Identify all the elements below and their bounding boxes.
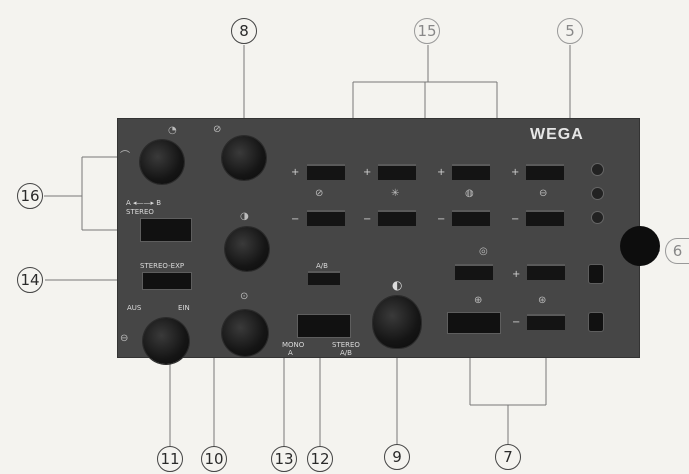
indicator-dot — [620, 226, 660, 266]
button-minus-2[interactable] — [378, 210, 416, 226]
stereo-label: STEREO — [126, 208, 154, 216]
button-plus-1[interactable] — [307, 164, 345, 180]
minus-sign: − — [511, 215, 519, 225]
volume-knob[interactable] — [222, 136, 266, 180]
brand-logo: WEGA — [530, 126, 584, 144]
stereo-exp-label: STEREO-EXP — [140, 262, 184, 270]
callout-12: 12 — [307, 446, 333, 472]
selector-switch-7a[interactable] — [447, 312, 501, 334]
stereo-exp-switch[interactable] — [142, 272, 192, 290]
callout-5: 5 — [557, 18, 583, 44]
button-minus-3[interactable] — [452, 210, 490, 226]
stereo-ab-label: STEREO — [332, 341, 360, 349]
tone-icon: ◍ — [465, 189, 474, 199]
tone-icon: ◑ — [240, 212, 249, 222]
balance-icon: ⊖ — [120, 334, 128, 344]
callout-16: 16 — [17, 183, 43, 209]
callout-9: 9 — [384, 444, 410, 470]
minus-sign: − — [512, 318, 520, 328]
button-6[interactable] — [455, 264, 493, 280]
mono-label: MONO — [282, 341, 304, 349]
callout-7: 7 — [495, 444, 521, 470]
plus-sign: + — [363, 168, 371, 178]
tone-icon: ⊛ — [538, 296, 546, 306]
mono-a-label: A — [288, 349, 293, 357]
tone-icon: ⊕ — [474, 296, 482, 306]
button-plus-3[interactable] — [452, 164, 490, 180]
indicator-led-2 — [592, 188, 603, 199]
stereo-direction-label: A ◂——▸ B — [126, 199, 161, 207]
jack-2[interactable] — [588, 312, 604, 332]
indicator-led-1 — [592, 164, 603, 175]
button-plus-2[interactable] — [378, 164, 416, 180]
speaker-icon: ◔ — [168, 126, 177, 136]
mono-stereo-switch[interactable] — [297, 314, 351, 338]
contrast-icon: ◐ — [392, 280, 402, 290]
ab-button[interactable] — [308, 271, 340, 285]
button-minus-1[interactable] — [307, 210, 345, 226]
power-on-label: EIN — [178, 304, 190, 312]
stereo-ab-sub-label: A/B — [340, 349, 352, 357]
button-plus-5[interactable] — [527, 264, 565, 280]
callout-15: 15 — [414, 18, 440, 44]
stereo-switch[interactable] — [140, 218, 192, 242]
callout-8: 8 — [231, 18, 257, 44]
power-volume-knob[interactable] — [143, 318, 189, 364]
callout-13: 13 — [271, 446, 297, 472]
button-minus-5[interactable] — [527, 314, 565, 330]
loudness-icon: ⊘ — [213, 125, 221, 135]
button-minus-4[interactable] — [526, 210, 564, 226]
stereo-selector-knob[interactable] — [140, 140, 184, 184]
button-plus-4[interactable] — [526, 164, 564, 180]
contrast-knob[interactable] — [373, 296, 421, 348]
balance-icon: ⊖ — [539, 189, 547, 199]
callout-14: 14 — [17, 267, 43, 293]
indicator-led-3 — [592, 212, 603, 223]
bass-icon: ⌒ — [120, 152, 130, 162]
power-off-label: AUS — [127, 304, 141, 312]
brightness-icon: ✳ — [391, 189, 399, 199]
plus-sign: + — [512, 270, 520, 280]
plus-sign: + — [511, 168, 519, 178]
jack-1[interactable] — [588, 264, 604, 284]
callout-10: 10 — [201, 446, 227, 472]
treble-icon: ⊙ — [240, 292, 248, 302]
ab-label: A/B — [316, 262, 328, 270]
loudness-icon: ⊘ — [315, 189, 323, 199]
treble-knob[interactable] — [222, 310, 268, 356]
headphone-icon: ◎ — [479, 247, 488, 257]
plus-sign: + — [291, 168, 299, 178]
callout-11: 11 — [157, 446, 183, 472]
callout-6: 6 — [665, 238, 689, 264]
bass-knob[interactable] — [225, 227, 269, 271]
minus-sign: − — [291, 215, 299, 225]
plus-sign: + — [437, 168, 445, 178]
minus-sign: − — [363, 215, 371, 225]
minus-sign: − — [437, 215, 445, 225]
